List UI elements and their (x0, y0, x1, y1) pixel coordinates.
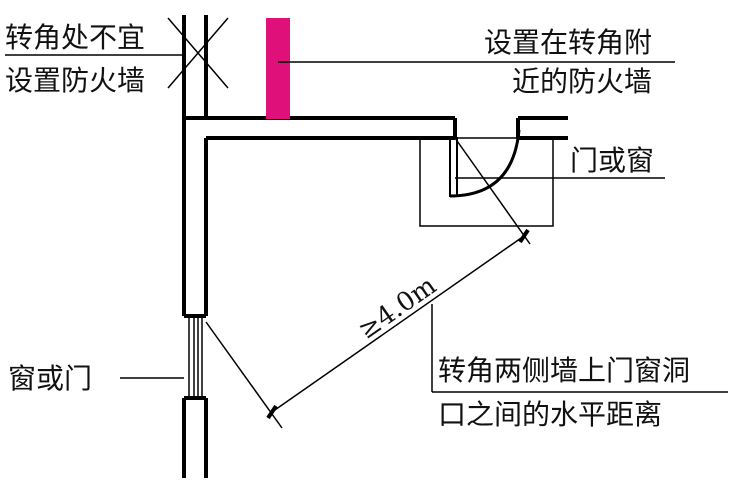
dimension-line (205, 137, 531, 429)
door (449, 129, 521, 198)
x-mark-icon (167, 17, 229, 89)
leader-lines (5, 54, 728, 393)
label-wall-near-corner-line1: 设置在转角附 (484, 26, 652, 59)
label-dimension: ≥4.0m (353, 271, 442, 346)
horizontal-wall (184, 116, 568, 140)
label-corner-no-wall-line1: 转角处不宜 (5, 21, 145, 54)
label-distance-note-line2: 口之间的水平距离 (438, 398, 662, 431)
label-door-or-window: 门或窗 (570, 144, 654, 177)
label-wall-near-corner-line2: 近的防火墙 (512, 65, 652, 98)
label-corner-no-wall-line2: 设置防火墙 (5, 64, 145, 97)
door-outline-box (419, 137, 554, 227)
firewall-bar (266, 18, 290, 119)
vertical-wall (182, 15, 208, 478)
label-window-or-door: 窗或门 (8, 362, 92, 395)
label-distance-note-line1: 转角两侧墙上门窗洞 (438, 354, 690, 387)
window-in-vertical-wall (188, 316, 203, 398)
